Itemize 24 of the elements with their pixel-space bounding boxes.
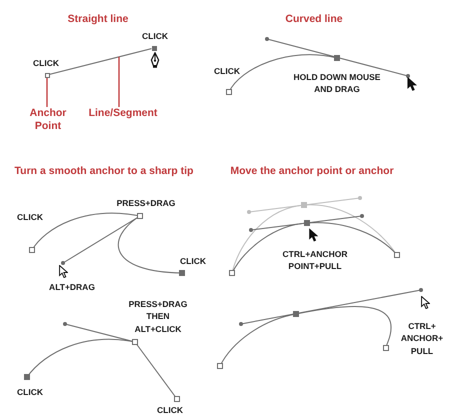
callout-label: Line/Segment bbox=[88, 107, 158, 120]
instruction-label: ALT+DRAG bbox=[49, 280, 95, 293]
anchor-point bbox=[44, 72, 50, 78]
instruction-label: CLICK bbox=[142, 30, 168, 42]
section-heading: Turn a smooth anchor to a sharp tip bbox=[14, 164, 194, 178]
path-segment-line bbox=[49, 48, 152, 75]
instruction-label: PRESS+DRAG THEN ALT+CLICK bbox=[128, 298, 188, 335]
instruction-label: CLICK bbox=[33, 56, 59, 69]
instruction-label: CLICK bbox=[180, 255, 206, 268]
anchor-point bbox=[152, 46, 156, 50]
instruction-label: CLICK bbox=[214, 64, 240, 77]
section-heading: Curved line bbox=[285, 12, 343, 26]
instruction-label: CTRL+ ANCHOR+ PULL bbox=[400, 320, 444, 357]
section-heading: Move the anchor point or anchor bbox=[230, 164, 394, 178]
instruction-label: CLICK bbox=[17, 210, 43, 223]
instruction-label: HOLD DOWN MOUSE AND DRAG bbox=[293, 70, 381, 96]
instruction-label: CTRL+ANCHOR POINT+PULL bbox=[282, 248, 348, 272]
leader-line bbox=[118, 56, 120, 107]
callout-label: Anchor Point bbox=[29, 107, 67, 133]
leader-line bbox=[46, 78, 48, 107]
instruction-label: CLICK bbox=[17, 386, 43, 398]
instruction-label: CLICK bbox=[157, 404, 183, 416]
instruction-label: PRESS+DRAG bbox=[116, 197, 176, 210]
section-heading: Straight line bbox=[68, 12, 128, 26]
